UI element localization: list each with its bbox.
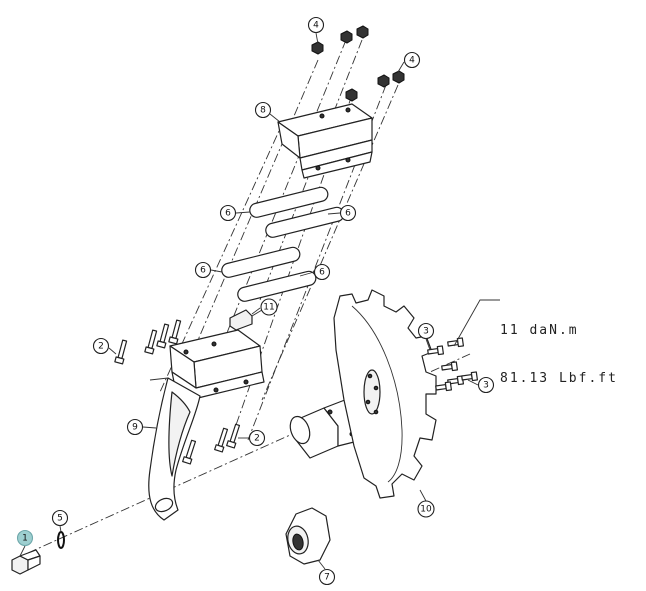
o-ring [57, 531, 65, 549]
upper-clamp-bracket [277, 103, 373, 179]
callout-group: 4 4 8 6 6 6 6 11 2 2 9 3 3 10 5 1 7 [16, 16, 495, 586]
callout-bubble [260, 298, 278, 316]
callout-c3a: 3 [417, 322, 435, 340]
callout-number: 6 [225, 209, 231, 219]
callout-c10: 10 [417, 500, 435, 518]
callout-number: 11 [263, 303, 274, 313]
callout-bubble [477, 376, 495, 394]
callout-c4b: 4 [403, 51, 421, 69]
callout-number: 4 [313, 21, 319, 31]
callout-c11: 11 [260, 298, 278, 316]
callout-bubble [254, 101, 272, 119]
callout-bubble [318, 568, 336, 586]
callout-number: 3 [423, 327, 429, 337]
disc-bolt-group [427, 337, 479, 392]
callout-c2a: 2 [92, 337, 110, 355]
torque-value-imperial: 81.13 Lbf.ft [500, 371, 618, 386]
callout-bubble [417, 500, 435, 518]
callout-c9: 9 [126, 418, 144, 436]
bolt-group-bottom [182, 423, 241, 465]
nut-group-top [311, 25, 405, 102]
callout-bubble [339, 204, 357, 222]
callout-c6a: 6 [219, 204, 237, 222]
callout-c4a: 4 [307, 16, 325, 34]
callout-bubble [126, 418, 144, 436]
callout-number: 7 [324, 573, 330, 583]
callout-leaders [19, 32, 479, 570]
torque-value-metric: 11 daN.m [500, 323, 579, 338]
lower-clamp-bracket [169, 329, 265, 399]
callout-number: 6 [200, 266, 206, 276]
callout-c7: 7 [318, 568, 336, 586]
callout-bubble [248, 429, 266, 447]
callout-bubble [194, 261, 212, 279]
callout-bubble [16, 529, 34, 547]
small-clip [229, 309, 263, 331]
callout-bubble [307, 16, 325, 34]
callout-c5: 5 [51, 509, 69, 527]
callout-number: 4 [409, 56, 415, 66]
callout-number: 8 [260, 106, 266, 116]
callout-number: 9 [132, 423, 138, 433]
bolt-group-left [114, 319, 182, 365]
callout-number: 3 [483, 381, 489, 391]
torque-spec: 11 daN.m 81.13 Lbf.ft [500, 291, 618, 403]
callout-number: 2 [254, 434, 260, 444]
rubber-cylinder-group [221, 186, 345, 302]
callout-bubble [417, 322, 435, 340]
disc-arm [148, 377, 201, 521]
main-bolt [11, 549, 41, 575]
callout-number: 6 [319, 268, 325, 278]
callout-number: 1 [22, 534, 28, 544]
torque-leader-line [453, 299, 500, 347]
callout-number: 6 [345, 209, 351, 219]
callout-c3b: 3 [477, 376, 495, 394]
callout-number: 10 [420, 505, 432, 515]
callout-bubble [219, 204, 237, 222]
callout-bubble [313, 263, 331, 281]
callout-c6d: 6 [313, 263, 331, 281]
callout-bubble [51, 509, 69, 527]
callout-c1: 1 [16, 529, 34, 547]
callout-c6c: 6 [194, 261, 212, 279]
callout-c2b: 2 [248, 429, 266, 447]
hub-cap [285, 507, 331, 565]
callout-c8: 8 [254, 101, 272, 119]
callout-c6b: 6 [339, 204, 357, 222]
callout-bubble [403, 51, 421, 69]
callout-bubble [92, 337, 110, 355]
callout-number: 5 [57, 514, 63, 524]
callout-number: 2 [98, 342, 104, 352]
notched-disc [333, 289, 437, 499]
